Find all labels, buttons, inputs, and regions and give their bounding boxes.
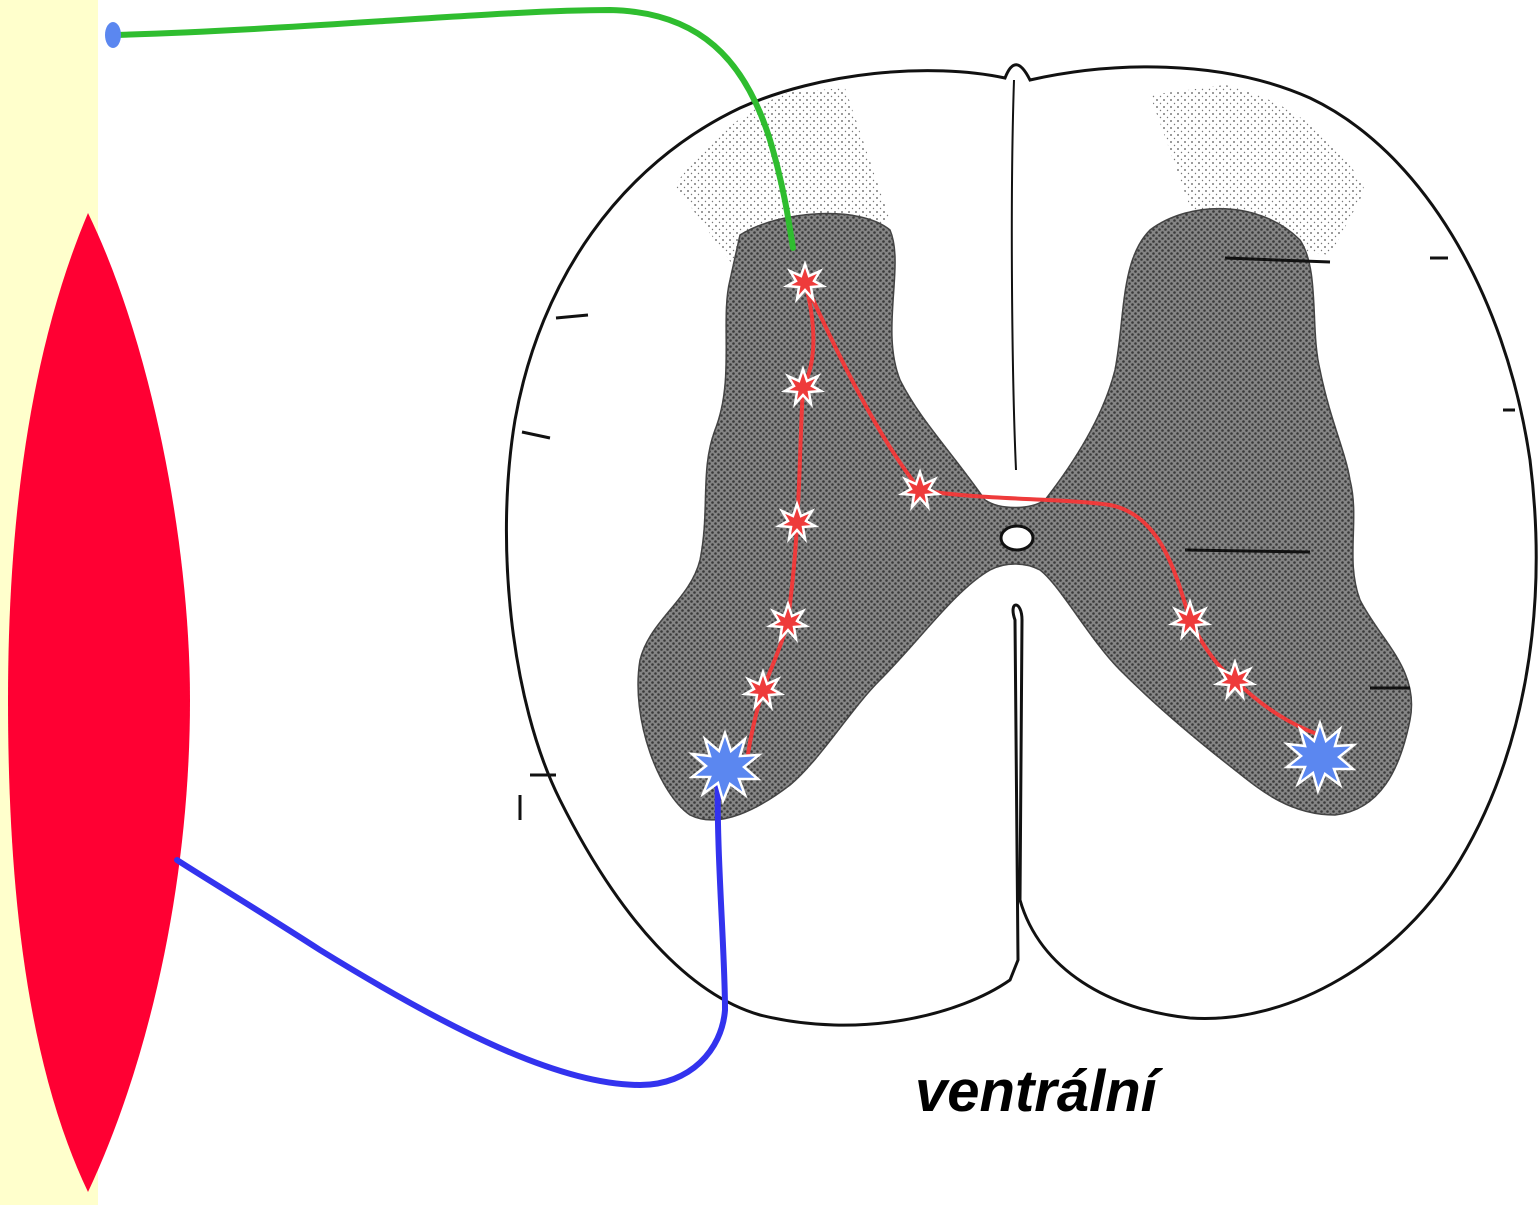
receptor-icon	[105, 22, 121, 48]
muscle	[8, 213, 190, 1192]
ventral-label: ventrální	[915, 1058, 1157, 1125]
central-canal	[1001, 526, 1033, 550]
